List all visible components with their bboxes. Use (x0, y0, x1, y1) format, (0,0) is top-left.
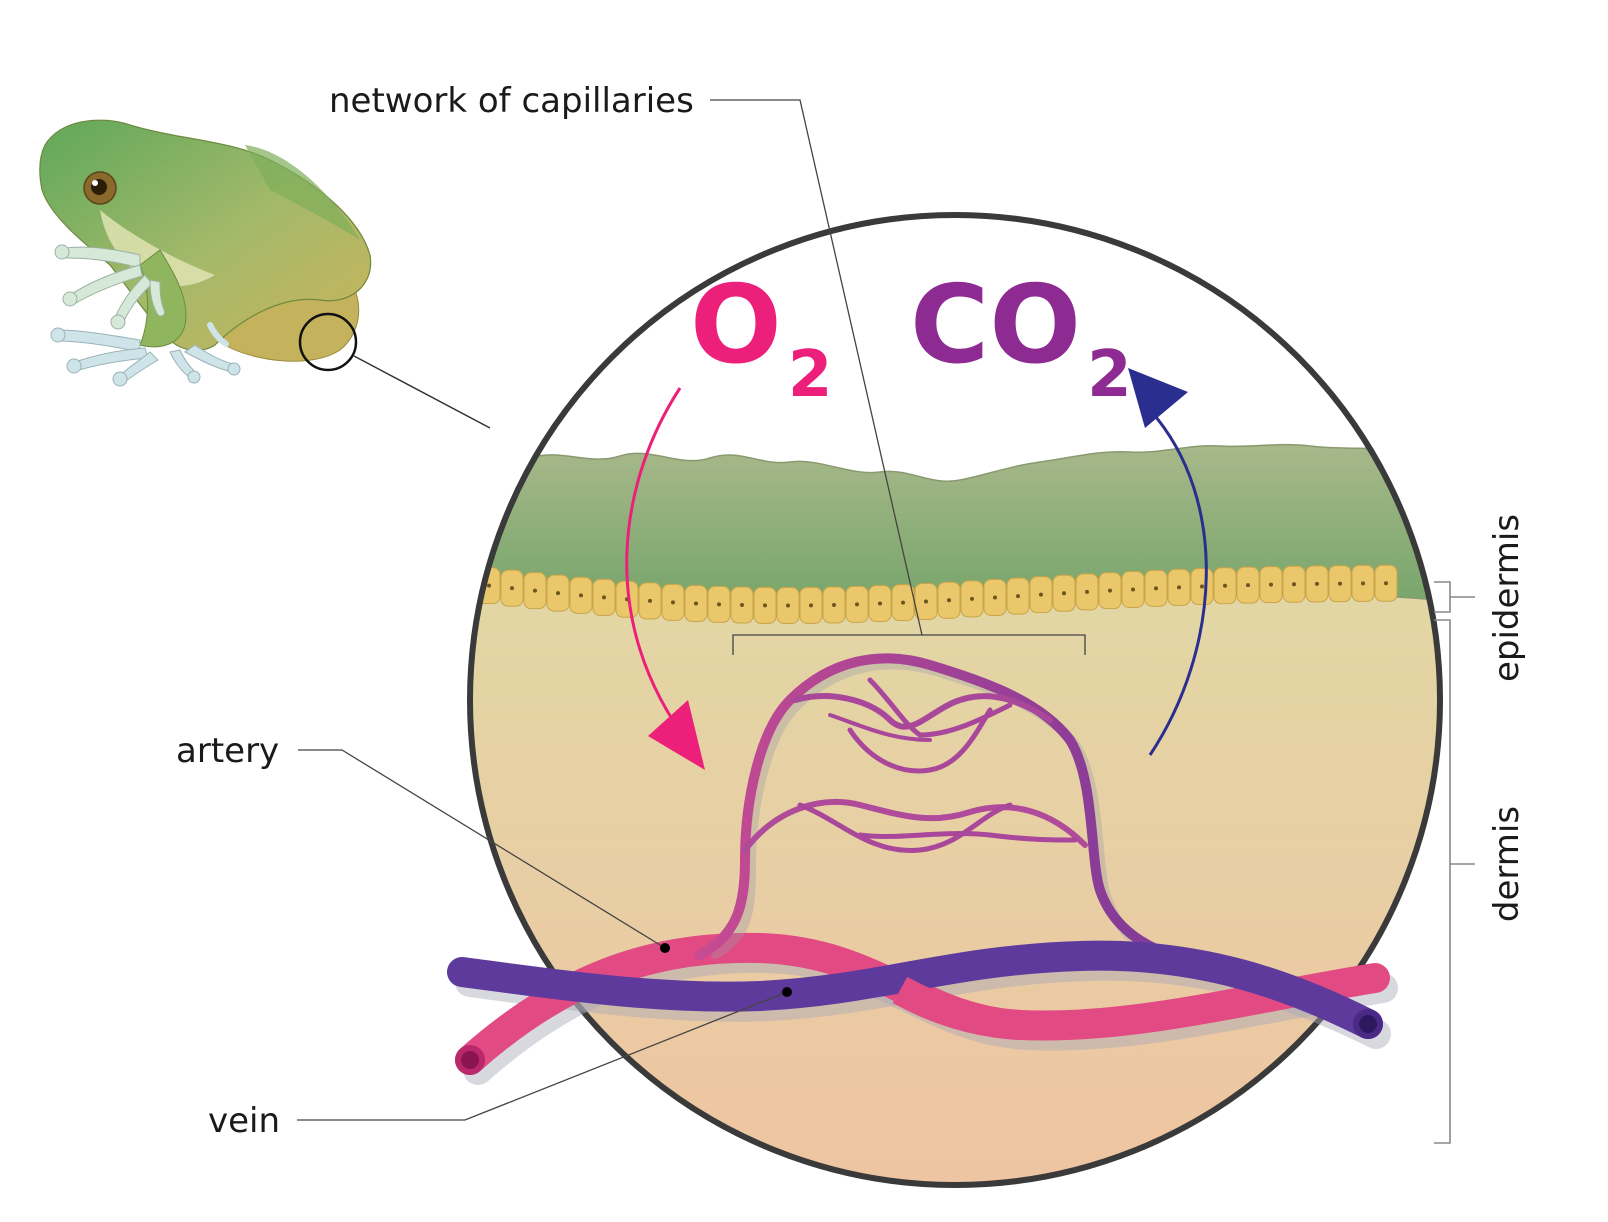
cell-nucleus (786, 603, 790, 608)
network-of-capillaries-label: network of capillaries (329, 81, 694, 121)
cell-nucleus (855, 602, 859, 607)
epidermis-bracket (1434, 581, 1475, 613)
cell-nucleus (763, 603, 767, 608)
cell-nucleus (878, 601, 882, 606)
cell-nucleus (947, 598, 951, 603)
co2-arrowhead (1128, 368, 1188, 428)
blood-vessels (447, 653, 1398, 1085)
cell-nucleus (740, 603, 744, 608)
vein-leader (297, 991, 788, 1121)
cell-nucleus (1062, 591, 1066, 596)
artery-leader (298, 749, 666, 949)
epidermal-cell (470, 564, 478, 602)
dermis-label: dermis (1487, 806, 1527, 922)
oxygen-symbol: O (690, 263, 782, 388)
cell-nucleus (832, 602, 836, 607)
cell-nucleus (464, 581, 468, 585)
co2-subscript: 2 (1087, 338, 1132, 412)
epidermal-cell-layer (464, 564, 1398, 625)
cell-nucleus (1246, 583, 1250, 588)
cell-nucleus (533, 588, 537, 593)
cell-nucleus (1338, 581, 1342, 586)
cell-nucleus (1108, 588, 1112, 593)
cell-nucleus (694, 601, 698, 606)
capillary-network (695, 653, 1185, 966)
dermis-bracket (1434, 619, 1475, 1144)
cell-nucleus (510, 586, 514, 591)
vein-vessel (447, 940, 1383, 1039)
cell-nucleus (1315, 581, 1319, 586)
cell-nucleus (924, 599, 928, 604)
cell-nucleus (1223, 583, 1227, 588)
cell-nucleus (1384, 581, 1388, 586)
cell-nucleus (1200, 584, 1204, 589)
cell-nucleus (487, 583, 491, 588)
cell-nucleus (1154, 586, 1158, 591)
magnifier-circle-icon (298, 312, 358, 372)
frog-icon (39, 119, 372, 387)
vein-marker (782, 987, 792, 997)
artery-label: artery (176, 731, 279, 771)
epidermis-label: epidermis (1487, 514, 1527, 682)
oxygen-arrowhead (648, 700, 705, 770)
oxygen-label: O2 (690, 263, 832, 412)
cell-nucleus (809, 603, 813, 608)
network-bracket (732, 634, 1086, 655)
co2-symbol: CO (910, 263, 1081, 388)
cell-nucleus (671, 600, 675, 605)
network-leader (710, 99, 923, 636)
co2-arrow (1148, 409, 1208, 756)
co2-label: CO2 (910, 263, 1132, 412)
cell-nucleus (648, 598, 652, 603)
cell-nucleus (1131, 587, 1135, 592)
zoom-circle (467, 212, 1443, 1188)
cell-nucleus (970, 596, 974, 601)
cell-nucleus (1085, 589, 1089, 594)
cell-nucleus (1039, 592, 1043, 597)
cell-nucleus (993, 595, 997, 600)
cell-nucleus (1016, 594, 1020, 599)
cell-nucleus (602, 595, 606, 600)
cell-nucleus (1361, 581, 1365, 586)
zoom-connector (353, 355, 491, 429)
oxygen-subscript: 2 (788, 338, 833, 412)
cell-nucleus (1269, 582, 1273, 587)
cell-nucleus (1177, 585, 1181, 590)
cell-nucleus (579, 593, 583, 598)
artery-marker (660, 943, 670, 953)
cell-nucleus (901, 600, 905, 605)
oxygen-arrow (625, 387, 692, 746)
cell-nucleus (717, 602, 721, 607)
cell-nucleus (1292, 582, 1296, 587)
cell-nucleus (556, 591, 560, 596)
vein-label: vein (208, 1101, 280, 1141)
